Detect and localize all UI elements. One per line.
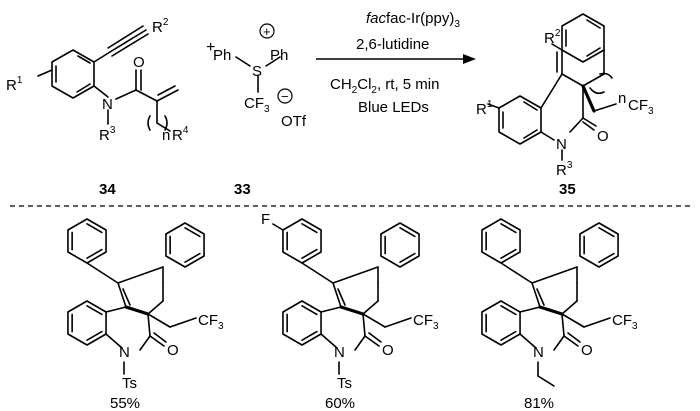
condition-solvent: CH2Cl2, rt, 5 min bbox=[330, 76, 439, 96]
substrate-r4-label: R4 bbox=[172, 125, 189, 144]
example-n-label: N bbox=[334, 344, 345, 361]
reagent-s-label: S bbox=[252, 63, 262, 80]
aryl-substituent-label: F bbox=[261, 211, 270, 228]
reagent-otf-label: OTf bbox=[281, 113, 307, 130]
product-cf3-label: CF3 bbox=[628, 97, 654, 117]
example-yield-label: 81% bbox=[524, 395, 554, 411]
substrate-r1-label: R1 bbox=[6, 75, 23, 94]
condition-light: Blue LEDs bbox=[358, 99, 429, 116]
product-n-index: n bbox=[618, 90, 626, 107]
condition-base: 2,6-lutidine bbox=[356, 36, 429, 53]
substrate-34-structure bbox=[37, 25, 179, 132]
example-n-label: N bbox=[533, 344, 544, 361]
substrate-o-label: O bbox=[133, 54, 145, 71]
compound-34-number: 34 bbox=[99, 181, 116, 198]
compound-33-number: 33 bbox=[234, 181, 251, 198]
example-n-label: N bbox=[119, 344, 130, 361]
example-yield-label: 55% bbox=[110, 395, 140, 411]
substrate-r2-label: R2 bbox=[152, 17, 169, 36]
product-35-structure bbox=[487, 13, 617, 161]
example-o-label: O bbox=[382, 342, 394, 359]
reactant-plus-sign: + bbox=[206, 39, 215, 56]
reagent-plus-charge: + bbox=[263, 24, 271, 39]
substrate-r3-label: R3 bbox=[99, 125, 116, 144]
reagent-cf3-label: CF3 bbox=[244, 95, 270, 115]
product-n-label: N bbox=[556, 136, 567, 153]
example-cf3-label: CF3 bbox=[198, 312, 224, 332]
example-o-label: O bbox=[167, 342, 179, 359]
condition-catalyst: facfac-Ir(ppy)3 bbox=[366, 10, 460, 30]
example-cf3-label: CF3 bbox=[612, 312, 638, 332]
substrate-n-label: N bbox=[102, 96, 113, 113]
example-n-substituent-label: Ts bbox=[122, 375, 137, 392]
example-cf3-label: CF3 bbox=[413, 312, 439, 332]
reagent-33-structure bbox=[235, 23, 293, 104]
example-n-substituent-label: Ts bbox=[337, 375, 352, 392]
reagent-minus-charge: − bbox=[281, 89, 289, 104]
reagent-ph1-label: Ph bbox=[213, 47, 231, 64]
substrate-n-index: n bbox=[162, 127, 170, 144]
example-yield-label: 60% bbox=[325, 395, 355, 411]
reaction-arrowhead bbox=[463, 54, 476, 64]
product-r3-label: R3 bbox=[556, 160, 573, 179]
product-o-label: O bbox=[597, 128, 609, 145]
reagent-ph2-label: Ph bbox=[270, 47, 288, 64]
product-r2-label: R2 bbox=[544, 28, 561, 47]
product-r1-label: R1 bbox=[476, 99, 493, 118]
example-o-label: O bbox=[581, 342, 593, 359]
compound-35-number: 35 bbox=[559, 181, 576, 198]
